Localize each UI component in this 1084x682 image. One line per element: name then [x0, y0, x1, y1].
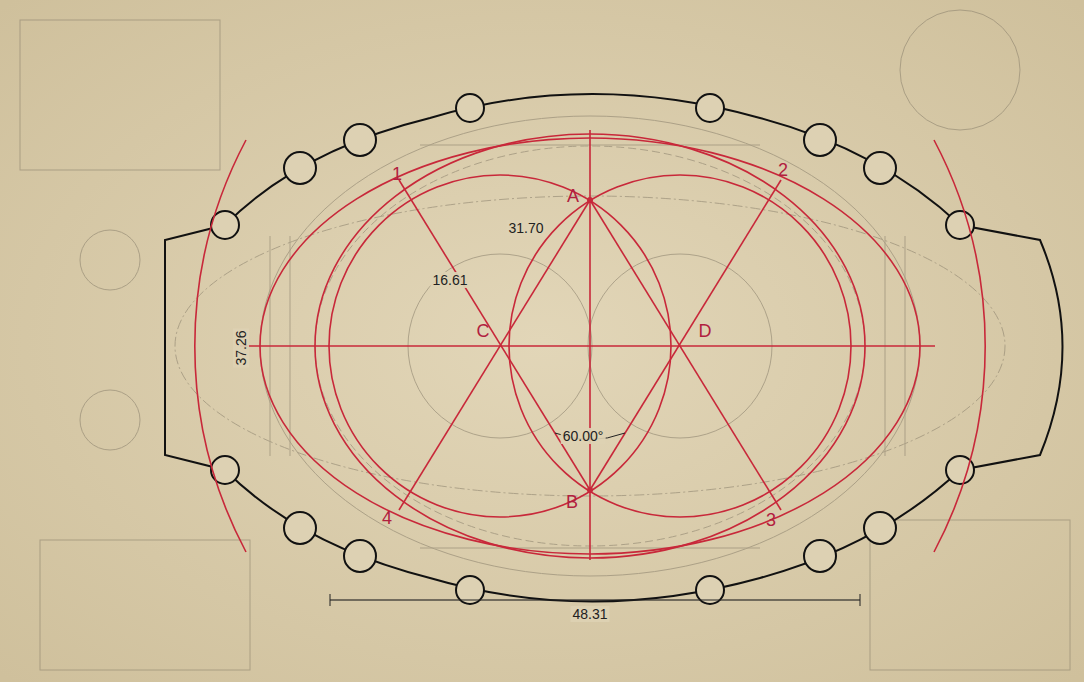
dimension-text: 37.26	[233, 328, 249, 367]
point-label: B	[564, 492, 580, 512]
point-label: C	[475, 321, 492, 341]
point-label: 1	[390, 164, 404, 184]
point-label: 2	[776, 160, 790, 180]
point-label: 3	[764, 510, 778, 530]
angle-text: 60.00°	[561, 428, 606, 444]
dimension-text: 16.61	[430, 272, 469, 288]
point-label: 4	[380, 508, 394, 528]
point-label: D	[697, 321, 714, 341]
dimension-text: 31.70	[506, 220, 545, 236]
point-label: A	[565, 186, 581, 206]
dimension-text: 48.31	[570, 606, 609, 622]
